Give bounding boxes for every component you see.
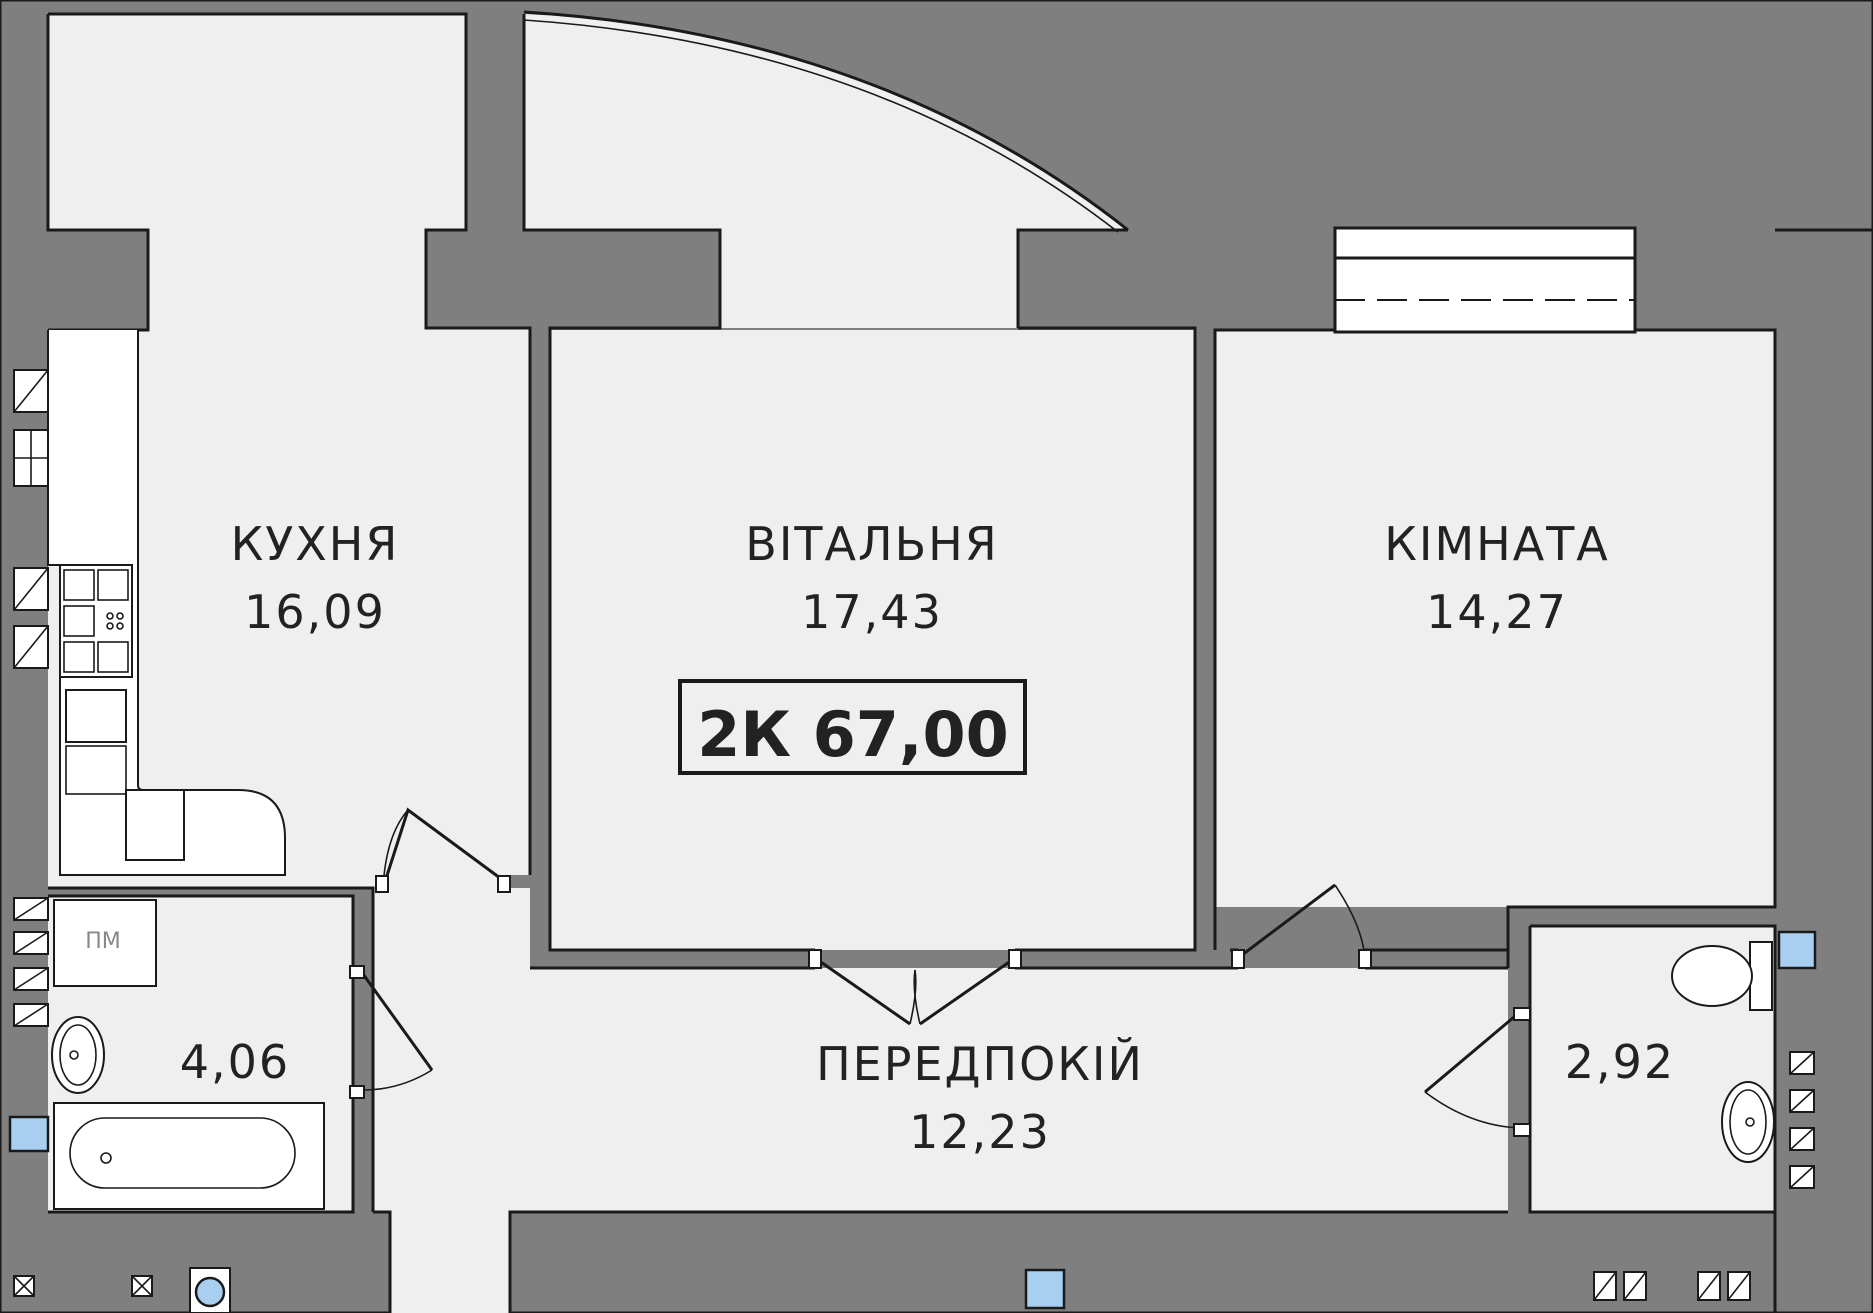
room-area: 14,27 <box>1426 585 1568 639</box>
bath-area: 4,06 <box>180 1035 290 1089</box>
doors <box>361 807 1521 1129</box>
hall-area: 12,23 <box>909 1105 1051 1159</box>
riser-wc <box>1777 930 1817 970</box>
apartment-label: 2К 67,00 <box>697 698 1009 771</box>
riser-hall <box>1024 1268 1066 1310</box>
living-name: ВІТАЛЬНЯ <box>745 517 998 571</box>
room-floor <box>1215 330 1775 907</box>
bathroom-fixtures: ПМ <box>8 897 325 1210</box>
wc-area: 2,92 <box>1565 1035 1675 1089</box>
wall-outlines <box>46 12 1873 1313</box>
entrance-floor <box>390 1212 510 1313</box>
room-window <box>1333 226 1637 334</box>
riser-bath <box>8 1115 50 1153</box>
room-labels: КУХНЯ 16,09 ВІТАЛЬНЯ 17,43 КІМНАТА 14,27… <box>180 517 1675 1159</box>
balcony-glazing <box>523 10 1129 233</box>
kitchen-name: КУХНЯ <box>231 517 400 571</box>
living-floor <box>550 330 1195 950</box>
balcony-floor <box>524 14 1128 328</box>
wc-sink <box>1721 1081 1775 1163</box>
kitchen-floor <box>48 14 530 888</box>
washer <box>53 899 157 987</box>
door-jambs <box>349 875 1531 1137</box>
hall-name: ПЕРЕДПОКІЙ <box>816 1037 1144 1091</box>
sink <box>65 689 127 743</box>
kitchen-counter <box>47 329 286 876</box>
kitchen-window-ticks <box>13 369 49 669</box>
bottom-edge-details <box>13 1267 1751 1313</box>
toilet-tank <box>1749 941 1773 1011</box>
bathtub <box>53 1102 325 1210</box>
washer-label: ПМ <box>85 929 121 954</box>
living-area: 17,43 <box>801 585 943 639</box>
room-name: КІМНАТА <box>1384 517 1610 571</box>
apartment-badge: 2К 67,00 <box>678 679 1027 775</box>
wc-fixtures <box>1671 930 1817 1189</box>
toilet-bowl <box>1671 945 1753 1007</box>
kitchen-area: 16,09 <box>244 585 386 639</box>
cooktop <box>59 564 133 678</box>
